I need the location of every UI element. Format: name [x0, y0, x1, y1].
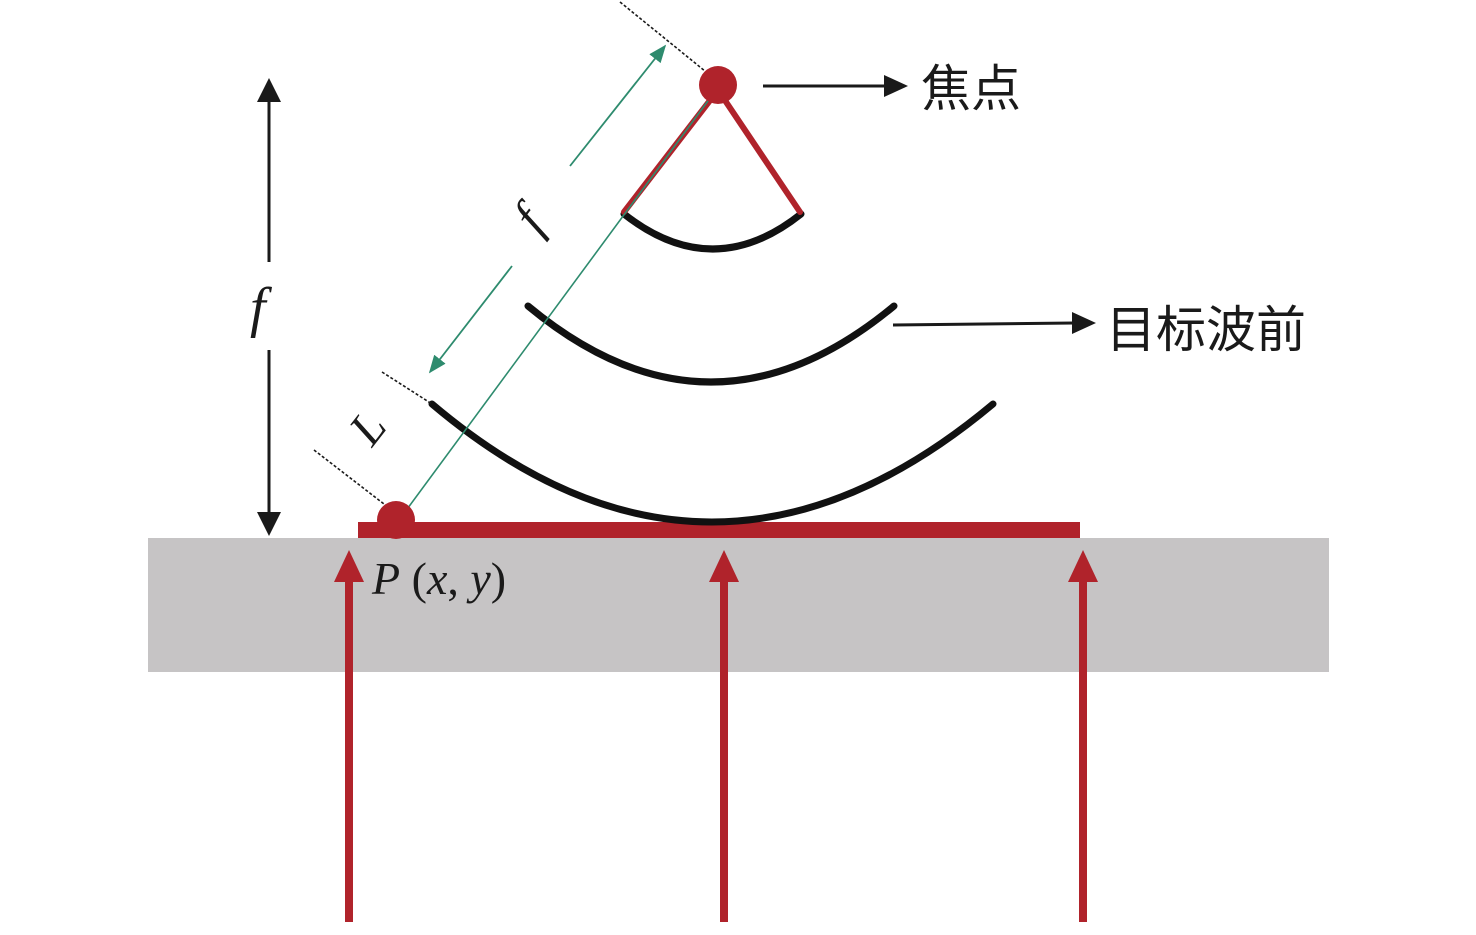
wavefront-arc-large	[428, 400, 997, 526]
incident-ray-right-arrowhead	[1068, 550, 1098, 582]
diagonal-dimension-lower-arrow	[428, 265, 513, 374]
point-coordinate-label: P (x, y)	[371, 553, 506, 604]
target-wavefront-label: 目标波前	[1106, 301, 1306, 359]
point-close-paren: )	[491, 553, 506, 604]
wavefront-label-arrow	[892, 321, 1075, 327]
point-to-focus-line	[401, 89, 717, 517]
point-x: x	[426, 553, 448, 604]
diagonal-focal-length-label: f	[503, 192, 561, 244]
focus-point-marker	[699, 66, 737, 104]
wavefront-arc-small	[620, 210, 805, 253]
substrate-layer	[148, 538, 1329, 672]
vertical-focal-length-label: f	[250, 277, 273, 339]
distance-label: L	[338, 401, 397, 455]
diagonal-dimension-upper-arrow	[569, 44, 667, 167]
diagonal-dimension-f	[428, 44, 667, 374]
metasurface-bar	[358, 522, 1080, 538]
target-wavefronts	[428, 210, 997, 526]
extension-line-focus	[619, 1, 717, 81]
wavefront-arc-medium	[524, 302, 898, 386]
vertical-dimension-arrowhead-top	[257, 78, 281, 102]
incident-ray-left-arrowhead	[334, 550, 364, 582]
focus-label: 焦点	[921, 60, 1021, 118]
incident-ray-center-arrowhead	[709, 550, 739, 582]
point-name: P	[371, 553, 400, 604]
incident-rays	[334, 550, 1098, 922]
focus-label-arrowhead	[884, 75, 908, 97]
extension-line-point	[313, 449, 385, 505]
extension-line-wavefront	[381, 371, 433, 405]
point-p-marker	[377, 501, 415, 539]
vertical-dimension-f	[257, 78, 281, 536]
extension-lines	[313, 1, 717, 505]
focus-cone	[621, 87, 803, 215]
cone-edge-right	[715, 87, 803, 215]
point-separator: ,	[447, 553, 470, 604]
vertical-dimension-arrowhead-bottom	[257, 512, 281, 536]
point-open-paren: (	[400, 553, 427, 604]
wavefront-label-arrowhead	[1072, 312, 1096, 334]
point-y: y	[466, 553, 491, 604]
